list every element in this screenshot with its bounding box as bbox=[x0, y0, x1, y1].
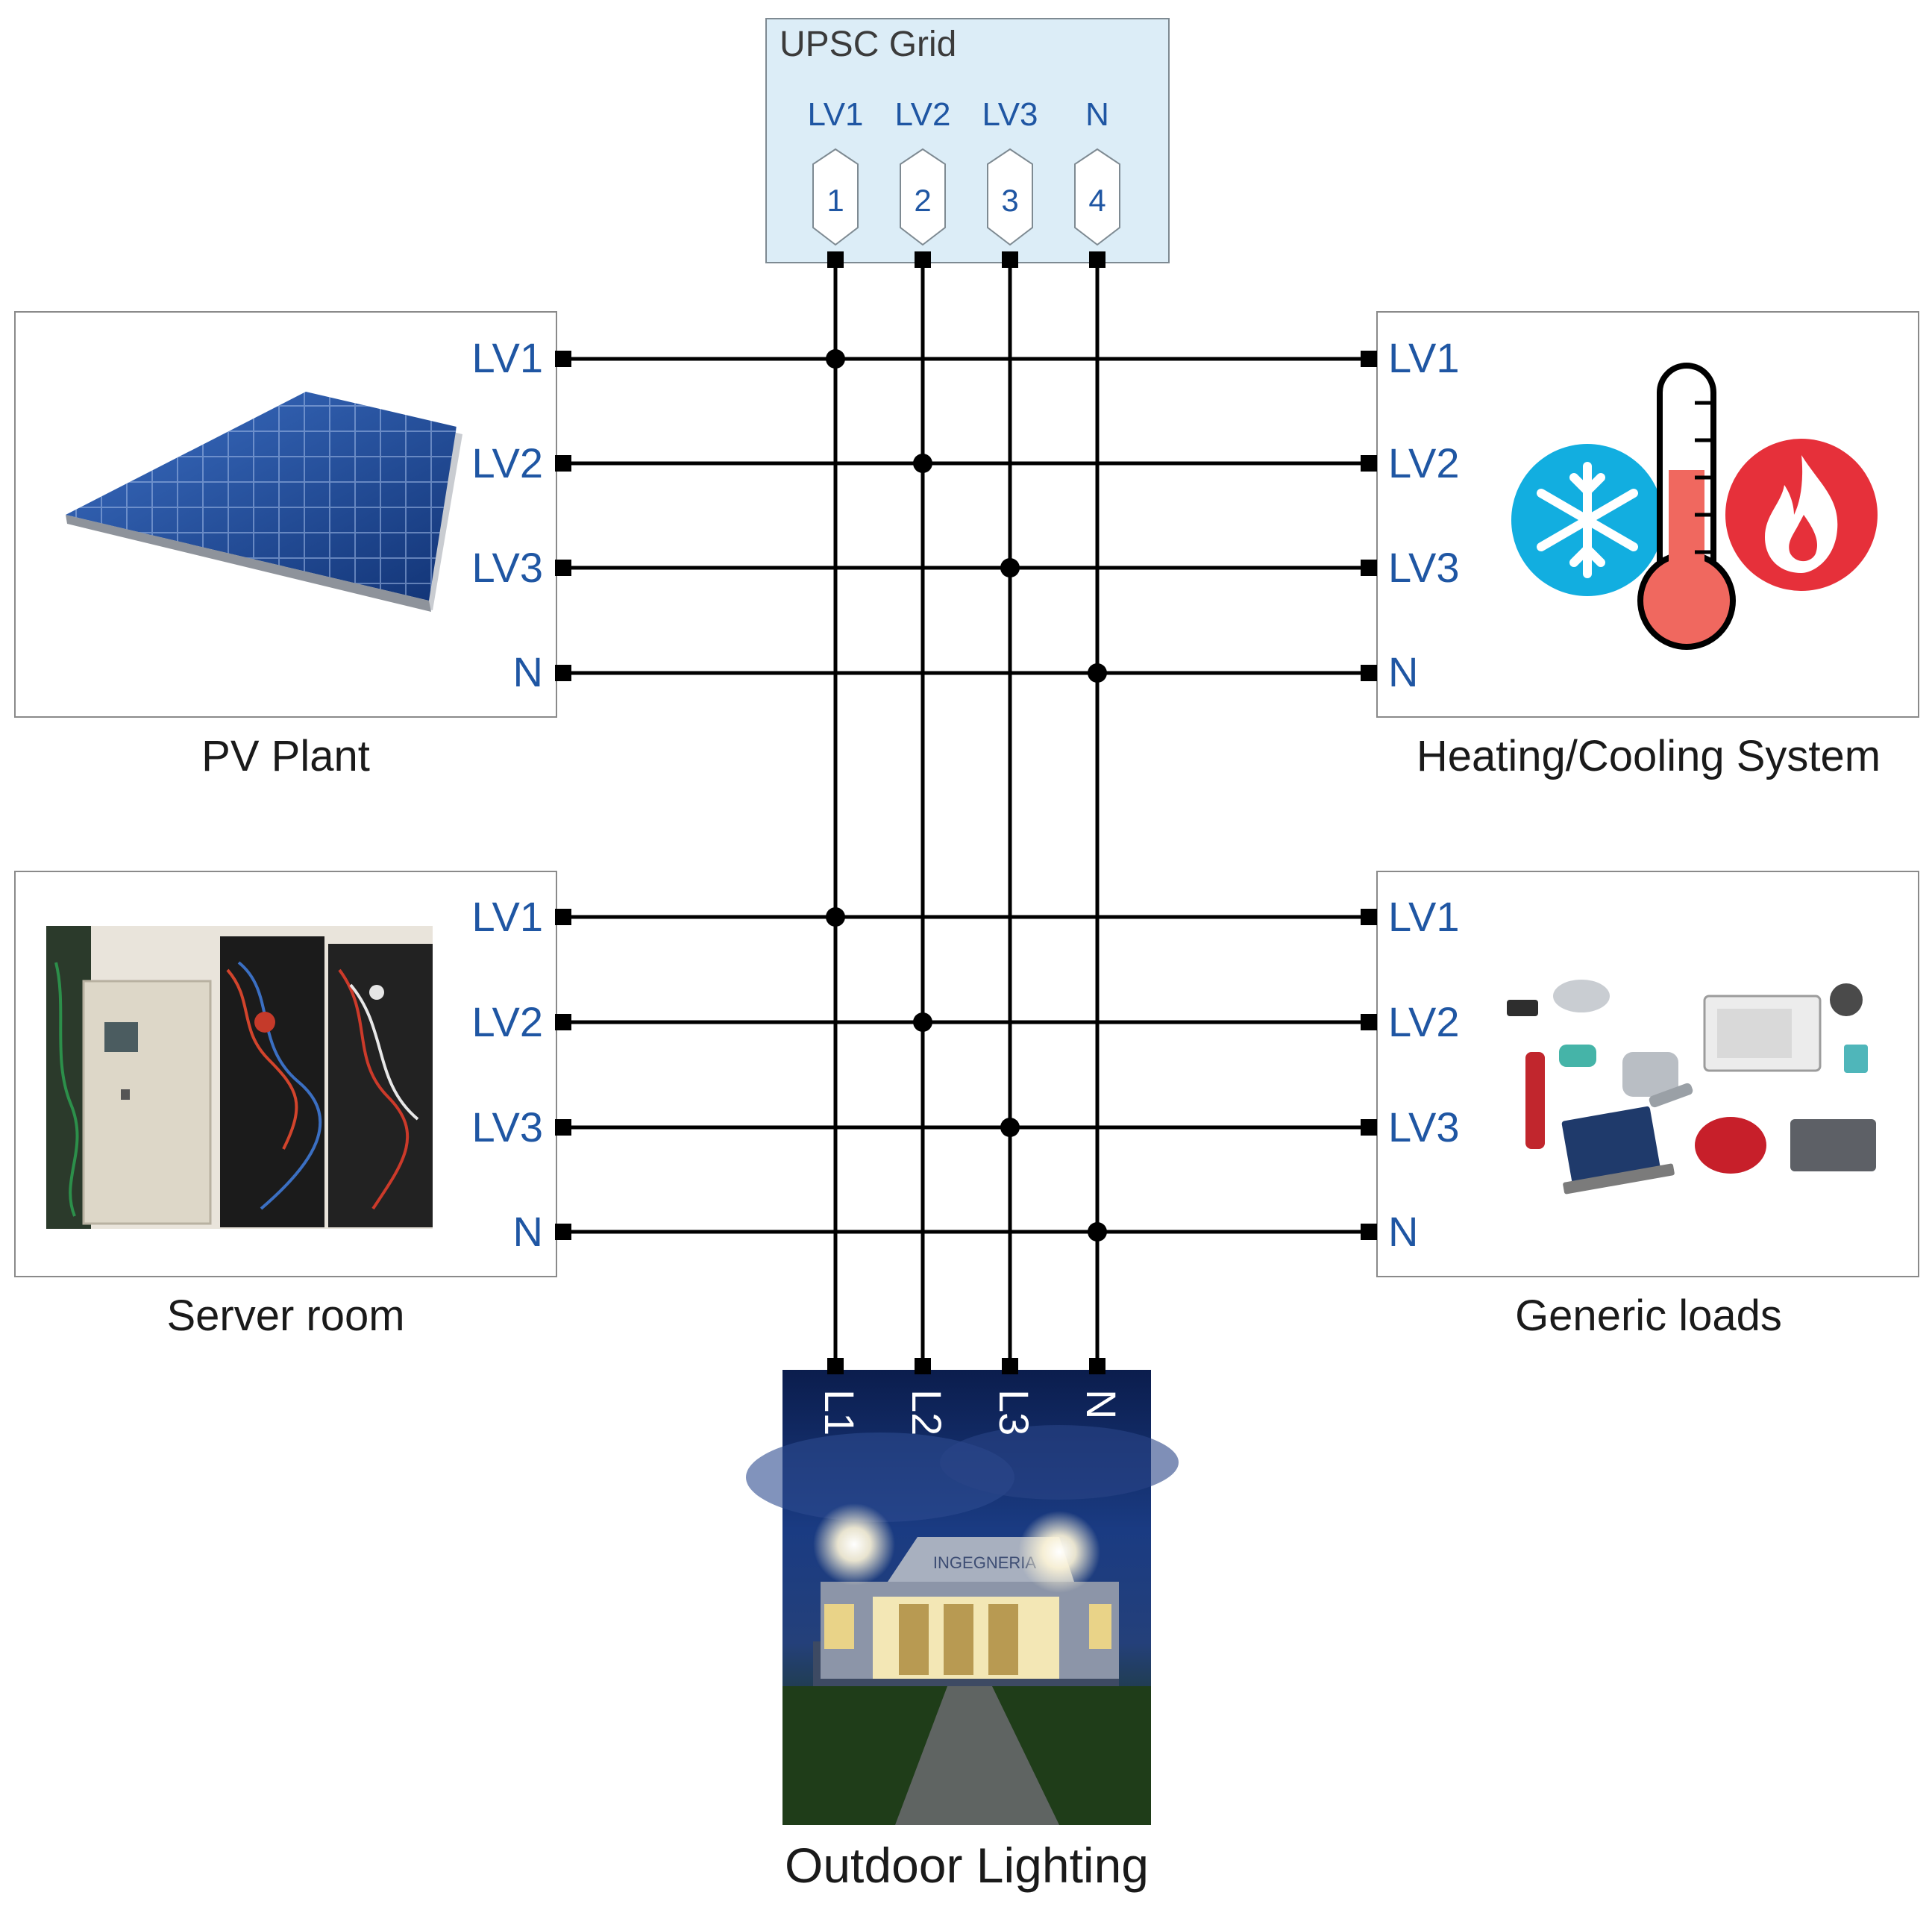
gl-port-squares bbox=[1361, 909, 1377, 1240]
appliances-icon bbox=[1507, 980, 1876, 1195]
vertical-trunks bbox=[833, 260, 1100, 1365]
grid-phase-label: LV2 bbox=[894, 96, 950, 133]
terminal-hexagon bbox=[900, 148, 946, 246]
port-label-lv2: LV2 bbox=[1388, 439, 1459, 486]
port-label-lv2: LV2 bbox=[1388, 998, 1459, 1045]
flame-icon bbox=[1725, 439, 1878, 591]
hc-port-squares bbox=[1361, 351, 1377, 681]
port-label-lv3: LV3 bbox=[1388, 544, 1459, 591]
pv-plant-caption: PV Plant bbox=[201, 732, 370, 780]
port-label-lv3: LV3 bbox=[472, 544, 543, 591]
top-buses bbox=[563, 357, 1369, 675]
lighting-terminal-l2: L2 bbox=[903, 1389, 950, 1435]
server-room-block: LV1 LV2 LV3 N Server room bbox=[14, 871, 571, 1340]
thermometer-icon bbox=[1637, 363, 1736, 650]
grid-terminals: LV1 1 LV2 2 LV3 3 N 4 bbox=[807, 96, 1120, 246]
lighting-terminal-labels: L1 L2 L3 N bbox=[816, 1389, 1125, 1435]
heating-cooling-block: LV1 LV2 LV3 N Heating/Cooling System bbox=[1361, 311, 1919, 780]
terminal-number: 2 bbox=[914, 183, 931, 218]
lighting-terminal-l1: L1 bbox=[816, 1389, 863, 1435]
grid-terminal-3: LV3 3 bbox=[982, 96, 1038, 246]
grid-phase-label: N bbox=[1085, 96, 1109, 133]
heating-cooling-caption: Heating/Cooling System bbox=[1417, 732, 1881, 780]
pv-port-squares bbox=[555, 351, 571, 681]
port-label-lv3: LV3 bbox=[1388, 1103, 1459, 1150]
port-label-n: N bbox=[513, 1208, 543, 1255]
grid-title: UPSC Grid bbox=[780, 25, 956, 64]
port-label-lv1: LV1 bbox=[1388, 893, 1459, 940]
port-label-n: N bbox=[1388, 1208, 1418, 1255]
terminal-number: 4 bbox=[1088, 183, 1105, 218]
port-label-lv1: LV1 bbox=[472, 893, 543, 940]
lighting-terminal-n: N bbox=[1078, 1389, 1125, 1419]
lighting-terminal-l3: L3 bbox=[991, 1389, 1038, 1435]
grid-terminal-1: LV1 1 bbox=[807, 96, 864, 246]
server-port-squares bbox=[555, 909, 571, 1240]
port-label-lv1: LV1 bbox=[472, 334, 543, 381]
generic-loads-caption: Generic loads bbox=[1515, 1291, 1782, 1340]
lighting-port-squares bbox=[827, 1358, 1105, 1374]
grid-port-squares bbox=[827, 251, 1105, 268]
pv-plant-block: LV1 LV2 LV3 N PV Plant bbox=[14, 311, 571, 780]
terminal-number: 1 bbox=[827, 183, 844, 218]
grid-terminal-2: LV2 2 bbox=[894, 96, 951, 246]
grid-phase-label: LV1 bbox=[807, 96, 863, 133]
terminal-hexagon bbox=[1074, 148, 1120, 246]
port-label-n: N bbox=[1388, 648, 1418, 695]
port-label-lv1: LV1 bbox=[1388, 334, 1459, 381]
port-label-lv2: LV2 bbox=[472, 998, 543, 1045]
terminal-number: 3 bbox=[1001, 183, 1018, 218]
terminal-hexagon bbox=[812, 148, 859, 246]
grid-phase-label: LV3 bbox=[982, 96, 1038, 133]
generic-loads-block: LV1 LV2 LV3 N Generic loads bbox=[1361, 871, 1919, 1340]
port-label-lv2: LV2 bbox=[472, 439, 543, 486]
server-room-caption: Server room bbox=[166, 1291, 404, 1340]
server-rack-icon bbox=[46, 926, 433, 1229]
terminal-hexagon bbox=[987, 148, 1033, 246]
bottom-buses bbox=[563, 915, 1369, 1234]
pv-port-labels: LV1 LV2 LV3 N bbox=[472, 334, 543, 695]
junction-dots bbox=[826, 349, 1107, 1242]
grid-terminal-4: N 4 bbox=[1074, 96, 1120, 246]
server-port-labels: LV1 LV2 LV3 N bbox=[472, 893, 543, 1255]
gl-port-labels: LV1 LV2 LV3 N bbox=[1388, 893, 1459, 1255]
snowflake-icon bbox=[1511, 444, 1663, 596]
outdoor-lighting-caption: Outdoor Lighting bbox=[785, 1838, 1149, 1893]
solar-panel-icon bbox=[66, 392, 462, 612]
building-night-icon: INGEGNERIA bbox=[746, 1370, 1179, 1825]
upsc-grid-block: UPSC Grid LV1 1 LV2 2 LV3 3 N 4 bbox=[765, 18, 1170, 263]
hc-port-labels: LV1 LV2 LV3 N bbox=[1388, 334, 1459, 695]
port-label-lv3: LV3 bbox=[472, 1103, 543, 1150]
outdoor-lighting-block: INGEGNERIA L1 L2 L3 N Outdoor Lighting bbox=[746, 1358, 1179, 1893]
port-label-n: N bbox=[513, 648, 543, 695]
